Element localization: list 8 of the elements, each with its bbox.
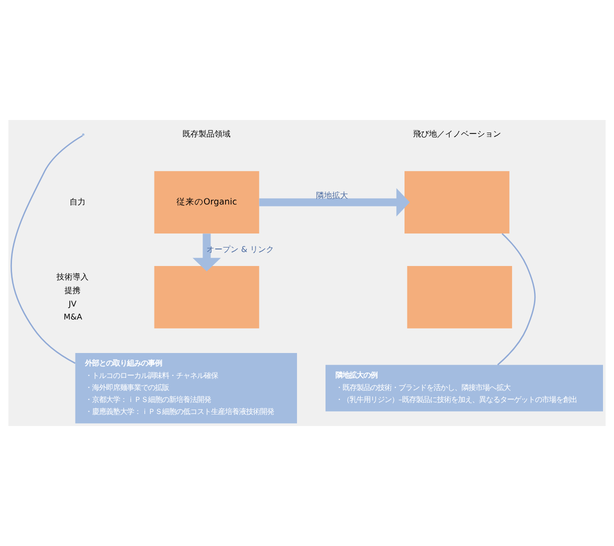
node-box bbox=[404, 171, 510, 234]
arrow bbox=[192, 234, 221, 272]
connector bbox=[497, 233, 536, 366]
node-box bbox=[154, 266, 260, 328]
node-box: 従来のOrganic bbox=[154, 171, 260, 234]
connector bbox=[10, 135, 83, 364]
node-box bbox=[407, 266, 512, 328]
arrow bbox=[259, 188, 410, 216]
